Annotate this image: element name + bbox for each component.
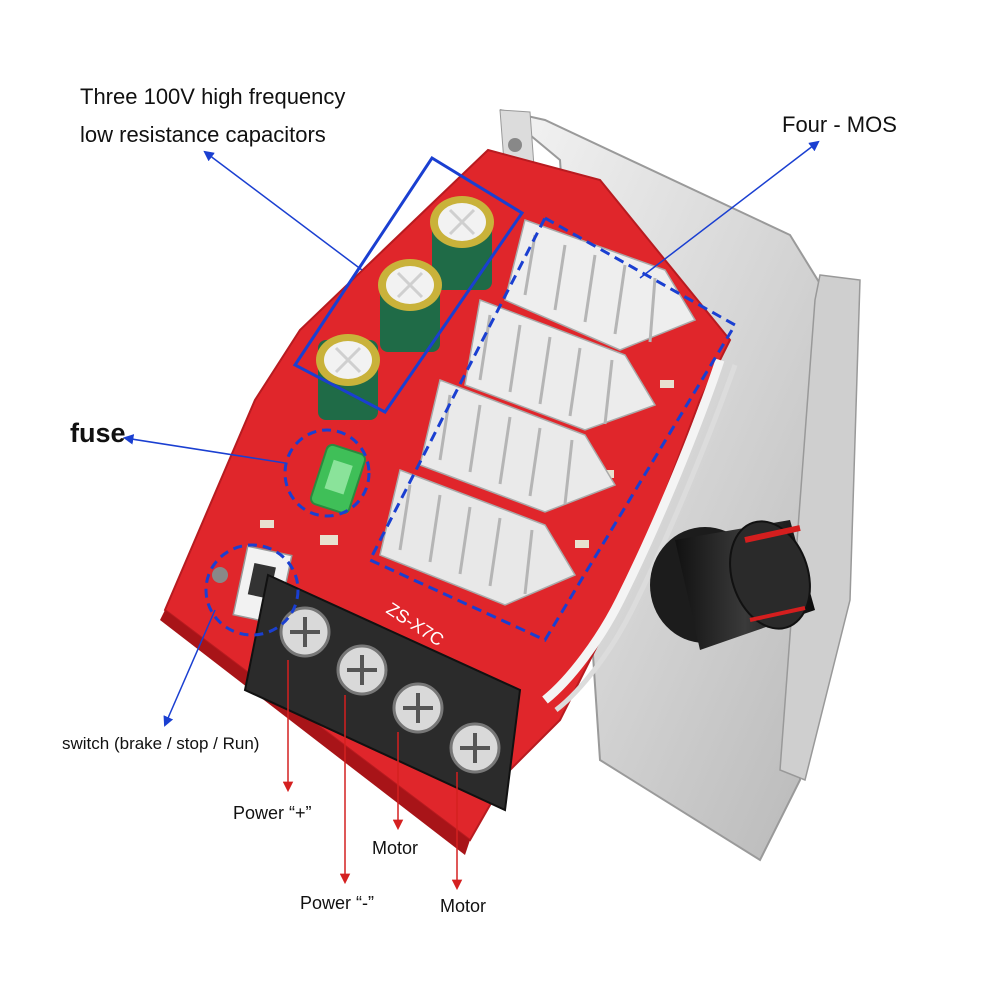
heatsink-4 bbox=[379, 468, 577, 606]
capacitor-highlight-box bbox=[292, 155, 525, 414]
fuse-highlight-circle bbox=[283, 428, 371, 518]
wire-bundle bbox=[542, 358, 725, 704]
motor-1-label: Motor bbox=[372, 838, 419, 858]
switch-highlight-circle bbox=[204, 543, 300, 637]
heatsink-2 bbox=[464, 298, 657, 431]
motor-2-label: Motor bbox=[440, 896, 487, 916]
terminal-block bbox=[243, 573, 522, 812]
speed-knob bbox=[650, 520, 815, 650]
capacitor-1 bbox=[430, 196, 494, 290]
capacitor-callout-arrow bbox=[203, 150, 363, 271]
capacitor-2 bbox=[378, 259, 442, 352]
terminal-screw-3 bbox=[392, 682, 444, 734]
power-minus-label: Power “-” bbox=[300, 893, 375, 913]
mos-highlight-box bbox=[367, 215, 738, 642]
capacitors-label-line1: Three 100V high frequency bbox=[80, 84, 346, 109]
terminal-screw-1 bbox=[279, 606, 331, 658]
heatsink-3 bbox=[419, 378, 617, 513]
capacitors-label-line2: low resistance capacitors bbox=[80, 122, 326, 147]
mos-callout-arrow bbox=[639, 140, 820, 279]
fuse-callout-arrow bbox=[122, 434, 286, 464]
terminal-screw-2 bbox=[336, 644, 388, 696]
fuse-label: fuse bbox=[70, 418, 126, 448]
mos-label: Four - MOS bbox=[782, 112, 897, 137]
power-plus-label: Power “+” bbox=[233, 803, 312, 823]
terminal-screw-4 bbox=[449, 722, 501, 774]
capacitor-3 bbox=[316, 334, 380, 420]
fuse bbox=[309, 443, 367, 515]
capacitors bbox=[316, 196, 494, 420]
switch-label: switch (brake / stop / Run) bbox=[62, 734, 260, 753]
switch-callout-arrow bbox=[163, 609, 216, 727]
mosfet-heatsinks bbox=[379, 219, 697, 606]
heatsink-1 bbox=[504, 219, 697, 351]
